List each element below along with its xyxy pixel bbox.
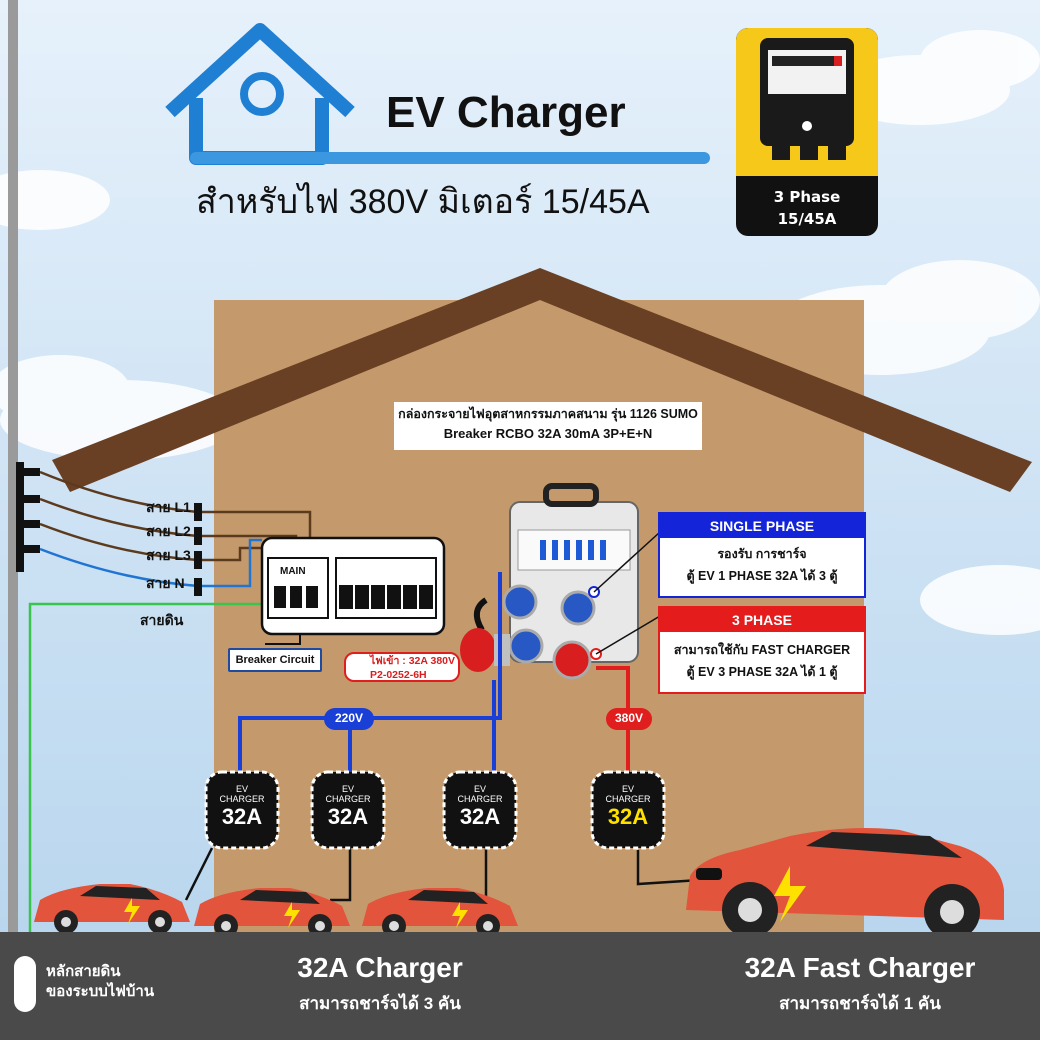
breaker-to-caption <box>265 634 301 645</box>
small-car-2 <box>194 888 350 938</box>
single-phase-leader <box>593 531 661 593</box>
left-charger-subtitle: สามารถชาร์จได้ 3 คัน <box>299 994 461 1013</box>
box-rcbo-breakers <box>540 540 606 560</box>
house-window-icon <box>240 72 284 116</box>
three-phase-header: 3 PHASE <box>660 608 864 632</box>
charger-3-amp: 32A <box>459 804 501 829</box>
ground-rod-icon <box>14 956 36 1012</box>
left-charger-title: 32A Charger <box>297 952 463 983</box>
breaker-caption-text: Breaker Circuit <box>235 654 315 666</box>
voltage-tag-220v-bg <box>324 708 374 730</box>
breaker-main-label: MAIN <box>280 566 306 577</box>
pole-crossbar <box>16 462 40 572</box>
ground-wire <box>28 602 262 955</box>
three-phase-callout: 3 PHASE สามารถใช้กับ FAST CHARGER ตู้ EV… <box>658 606 866 694</box>
ground-rod-label: หลักสายดิน ของระบบไฟบ้าน <box>46 962 196 1002</box>
voltage-tag-220v: 220V <box>334 711 364 725</box>
charger-2-top: EV <box>341 784 354 794</box>
ground-rod-line1: หลักสายดิน <box>46 963 121 980</box>
ground-bar <box>0 932 1040 1040</box>
wire-label-ground: สายดิน <box>140 612 184 628</box>
charger-4-top: EV <box>621 784 634 794</box>
voltage-tag-380v-bg <box>606 708 652 730</box>
wire-label-l3: สาย L3 <box>146 547 191 563</box>
charger-4: EV CHARGER 32A <box>592 784 664 830</box>
charger-1-mid: CHARGER <box>219 794 265 804</box>
charger-1-top: EV <box>235 784 248 794</box>
breaker-branch-switches <box>335 557 437 619</box>
single-phase-callout: SINGLE PHASE รองรับ การชาร์จ ตู้ EV 1 PH… <box>658 512 866 598</box>
plug-tag-line1: ไฟเข้า : 32A 380V <box>370 655 456 667</box>
single-phase-header: SINGLE PHASE <box>660 514 864 538</box>
plug-tag: ไฟเข้า : 32A 380V P2-0252-6H <box>344 652 460 682</box>
red-380v-wiring <box>596 666 630 775</box>
charger-3-mid: CHARGER <box>457 794 503 804</box>
wire-label-l1: สาย L1 <box>146 499 191 515</box>
socket-outlets <box>502 584 596 680</box>
wire-label-n: สาย N <box>146 575 185 591</box>
charger-1: EV CHARGER 32A <box>206 784 278 830</box>
large-car <box>686 828 1004 940</box>
plug-tag-line2: P2-0252-6H <box>370 669 427 681</box>
three-phase-leader <box>595 615 661 655</box>
charger-4-mid: CHARGER <box>605 794 651 804</box>
wire-label-l2: สาย L2 <box>146 523 191 539</box>
breaker-main-switch <box>267 557 329 619</box>
charger-2-mid: CHARGER <box>325 794 371 804</box>
charger-2-amp: 32A <box>327 804 369 829</box>
ground-rod-line2: ของระบบไฟบ้าน <box>46 983 155 1000</box>
incoming-wires <box>39 470 199 588</box>
single-phase-line2: ตู้ EV 1 PHASE 32A ได้ 3 ตู้ <box>686 569 838 583</box>
distribution-box-label: กล่องกระจายไฟอุตสาหกรรมภาคสนาม รุ่น 1126… <box>394 402 702 450</box>
voltage-tag-380v: 380V <box>614 711 644 725</box>
charger-1-amp: 32A <box>221 804 263 829</box>
right-charger-title: 32A Fast Charger <box>744 952 976 983</box>
charger-3-top: EV <box>473 784 486 794</box>
title-underline <box>190 152 710 164</box>
box-breaker-window <box>517 529 631 571</box>
right-charger-subtitle: สามารถชาร์จได้ 1 คัน <box>779 994 941 1013</box>
three-phase-line2: ตู้ EV 3 PHASE 32A ได้ 1 ตู้ <box>686 665 838 679</box>
three-phase-line1: สามารถใช้กับ FAST CHARGER <box>673 643 851 657</box>
breaker-caption: Breaker Circuit <box>228 648 322 672</box>
box-handle <box>543 483 599 507</box>
single-phase-line1: รองรับ การชาร์จ <box>717 547 807 561</box>
distribution-box-line1: กล่องกระจายไฟอุตสาหกรรมภาคสนาม รุ่น 1126… <box>398 407 698 421</box>
wire-terminals <box>194 503 202 596</box>
small-car-1 <box>34 884 190 934</box>
distribution-box-line2: Breaker RCBO 32A 30mA 3P+E+N <box>443 426 653 441</box>
utility-pole <box>8 0 18 940</box>
charger-3: EV CHARGER 32A <box>444 784 516 830</box>
charger-boxes <box>204 770 666 850</box>
charger-4-amp: 32A <box>607 804 649 829</box>
page-subtitle: สำหรับไฟ 380V มิเตอร์ 15/45A <box>196 183 650 221</box>
charger-2: EV CHARGER 32A <box>312 784 384 830</box>
page-title: EV Charger <box>386 88 626 137</box>
